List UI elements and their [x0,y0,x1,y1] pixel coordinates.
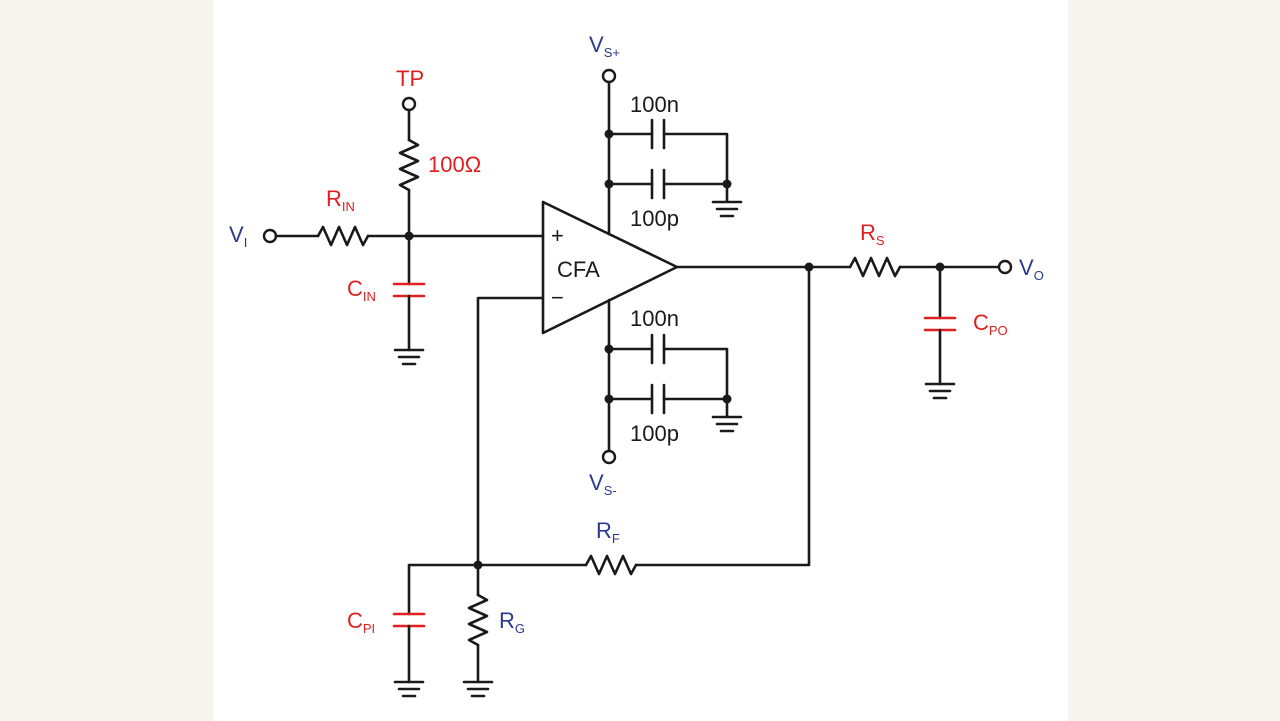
label-vi-sub: I [244,235,248,250]
label-vo-main: V [1019,255,1034,280]
wire-top-cap1 [607,132,729,186]
label-cap-top-100n: 100n [630,92,679,117]
ground-rg [462,680,494,698]
label-rg: RG [499,608,525,636]
label-cpo-sub: PO [989,323,1008,338]
resistor-rf [584,554,638,576]
diagram-panel [213,0,1068,721]
label-100-ohm: 100Ω [428,152,481,177]
label-cpi-sub: PI [363,621,375,636]
resistor-rs [848,256,902,278]
label-amp-plus: + [551,223,564,248]
label-rf-main: R [596,518,612,543]
resistor-rin [316,225,370,247]
label-rs-main: R [860,220,876,245]
capacitor-bot-100p [650,383,666,415]
label-vs-minus-main: V [589,470,604,495]
tp-test-point-terminal [401,96,417,112]
label-rf-sub: F [612,531,620,546]
ground-cpo [924,382,956,400]
capacitor-top-100p [650,168,666,200]
label-cin: CIN [347,276,376,304]
capacitor-top-100n [650,118,666,150]
label-cap-top-100p: 100p [630,206,679,231]
resistor-rg [467,593,489,647]
resistor-100-ohm [398,138,420,192]
label-amp-name: CFA [557,257,600,282]
ground-top [711,182,743,218]
label-cpo-main: C [973,310,989,335]
label-cpi: CPI [347,608,375,636]
label-vi-main: V [229,222,244,247]
label-rf: RF [596,518,620,546]
wire-feedback-output-down [634,265,811,567]
wire-rf-to-node [407,563,588,616]
label-amp-minus: − [551,285,564,310]
capacitor-cpi [392,612,426,628]
ground-bot [711,397,743,433]
capacitor-cin [392,282,426,298]
label-rin-sub: IN [342,199,355,214]
label-cap-bot-100n: 100n [630,306,679,331]
label-cin-sub: IN [363,289,376,304]
label-vo: VO [1019,255,1044,283]
label-rg-sub: G [515,621,525,636]
label-cpi-main: C [347,608,363,633]
vs-minus-terminal [601,449,617,465]
label-cpo: CPO [973,310,1008,338]
label-vs-minus-sub: S- [604,483,617,498]
vi-input-terminal [262,228,278,244]
label-rs-sub: S [876,233,885,248]
label-tp: TP [396,66,424,91]
capacitor-bot-100n [650,333,666,365]
label-rs: RS [860,220,885,248]
label-vi: VI [229,222,247,250]
label-cin-main: C [347,276,363,301]
label-vs-plus-main: V [589,32,604,57]
label-cap-bot-100p: 100p [630,421,679,446]
vo-output-terminal [997,259,1013,275]
label-vs-plus-sub: S+ [604,45,620,60]
label-vs-minus: VS- [589,470,617,498]
wire-inverting-input [476,296,545,567]
label-rin: RIN [326,186,355,214]
label-rg-main: R [499,608,515,633]
label-rin-main: R [326,186,342,211]
ground-cpi [393,680,425,698]
vs-plus-terminal [601,68,617,84]
label-vs-plus: VS+ [589,32,620,60]
label-vo-sub: O [1034,268,1044,283]
capacitor-cpo [923,316,957,332]
ground-cin [393,348,425,366]
wire-bot-cap1 [607,347,729,401]
